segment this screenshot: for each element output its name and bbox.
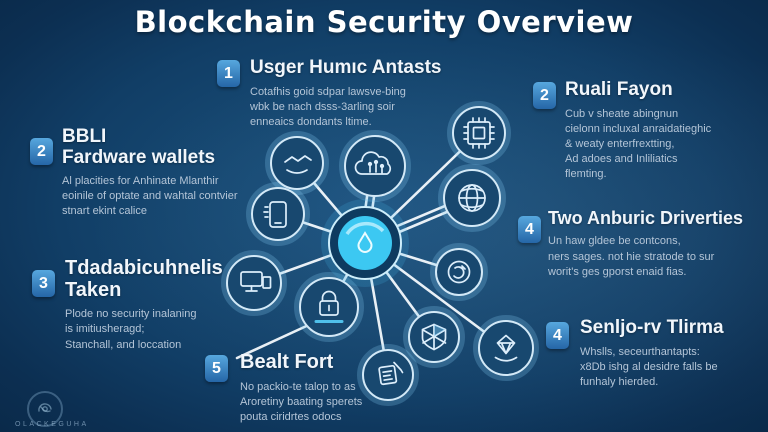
globe-icon — [458, 184, 486, 212]
handshake-icon — [284, 155, 312, 174]
number-badge: 4 — [518, 216, 541, 243]
section-ruali-fayon: 2 Ruali Fayon Cub v sheate abingnun ciel… — [533, 79, 761, 182]
section-body: Cotafhis goid sdpar lawsve-bing wbk be n… — [250, 85, 406, 128]
section-heading: Senljo-rv Tlirma — [580, 317, 724, 338]
circuit-chip-icon — [463, 117, 495, 149]
number-badge: 1 — [217, 60, 240, 87]
number-badge: 2 — [533, 82, 556, 109]
desktop-computer-icon — [240, 271, 272, 292]
section-heading: Ruali Fayon — [565, 79, 673, 100]
number-badge: 3 — [32, 270, 55, 297]
section-body: Un haw gldee be contcons, ners sages. no… — [548, 235, 715, 278]
smartphone-icon — [263, 201, 287, 228]
section-heading: Bealt Fort — [240, 351, 334, 373]
section-body: Cub v sheate abingnun cielonn incluxal a… — [565, 107, 712, 181]
section-bealt-fort: 5 Bealt Fort No packio-te talop to as Ar… — [205, 351, 437, 425]
document-pen-icon — [378, 361, 404, 386]
section-token-security: 3 Tdadabicuhnelis Taken Plode no securit… — [32, 257, 254, 353]
logo-glyph-icon — [38, 403, 52, 413]
page-title: Blockchain Security Overview — [134, 5, 634, 39]
lock-icon — [314, 290, 344, 323]
section-senljo-tlirma: 4 Senljo-rv Tlirma Whslls, seceurthantap… — [546, 317, 764, 390]
section-user-accounts: 1 Usger Humıc Antasts Cotafhis goid sdpa… — [217, 57, 457, 130]
section-hardware-wallets: 2 BBLI Fardware wallets Al placities for… — [30, 126, 262, 220]
section-body: No packio-te talop to as Aroretiny baati… — [240, 380, 363, 423]
section-heading: Two Anburic Driverties — [548, 208, 744, 228]
section-anburic-driverties: 4 Two Anburic Driverties Un haw gldee be… — [516, 208, 764, 280]
logo-text: OLACKEGUHA — [15, 421, 89, 428]
coin-icon — [447, 260, 471, 284]
globe-shield-icon — [421, 323, 447, 351]
section-body: Al placities for Anhinate Mlanthir eoini… — [62, 175, 238, 218]
node-glow-rings — [221, 101, 539, 406]
section-heading: Usger Humıc Antasts — [250, 57, 442, 78]
section-heading: BBLI Fardware wallets — [62, 126, 216, 168]
number-badge: 4 — [546, 322, 569, 349]
section-body: Plode no security inalaning is imitiushe… — [65, 308, 197, 351]
logo-mark — [27, 391, 63, 427]
number-badge: 2 — [30, 138, 53, 165]
hand-diamond-icon — [494, 334, 518, 362]
section-heading: Tdadabicuhnelis Taken — [65, 257, 223, 301]
number-badge: 5 — [205, 355, 228, 382]
shield-drop-icon — [321, 199, 409, 287]
section-body: Whslls, seceurthantapts: x8Db ishg al de… — [580, 345, 718, 388]
ai-brain-icon — [354, 151, 392, 175]
